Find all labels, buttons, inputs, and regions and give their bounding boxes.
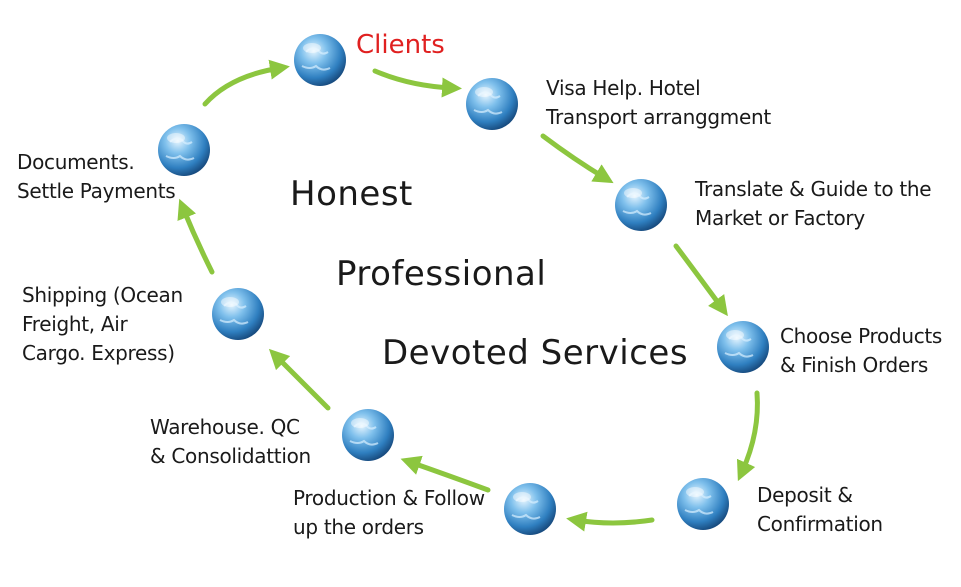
step-label-line: Clients [356, 30, 445, 60]
step-label-line: Market or Factory [695, 206, 865, 230]
step-label-translate: Translate & Guide to the Market or Facto… [695, 175, 932, 233]
step-label-line: Translate & Guide to the [695, 177, 932, 201]
arrow-deposit-to-production [566, 511, 655, 532]
center-text-honest: Honest [290, 174, 413, 214]
step-label-visa: Visa Help. Hotel Transport arranggment [546, 74, 771, 132]
center-text-professional: Professional [336, 254, 547, 294]
step-label-production: Production & Follow up the orders [293, 484, 485, 542]
globe-icon [212, 288, 264, 340]
arrow-clients-to-visa [372, 68, 462, 98]
step-label-line: Confirmation [757, 512, 883, 536]
step-label-clients: Clients [356, 31, 445, 60]
center-text-devoted: Devoted Services [382, 333, 689, 373]
step-label-line: & Finish Orders [780, 353, 929, 377]
step-label-documents: Documents. Settle Payments [17, 148, 176, 206]
globe-icon [294, 34, 346, 86]
step-label-line: Settle Payments [17, 179, 176, 203]
globe-icon [677, 478, 729, 530]
globe-icon [466, 78, 518, 130]
arrow-warehouse-to-shipping [268, 348, 331, 411]
globe-icon [158, 124, 210, 176]
step-label-line: Shipping (Ocean [22, 283, 183, 307]
step-label-choose: Choose Products & Finish Orders [780, 322, 942, 380]
step-label-line: Cargo. Express) [22, 341, 175, 365]
globe-icon [615, 179, 667, 231]
step-label-deposit: Deposit & Confirmation [757, 481, 883, 539]
step-label-line: up the orders [293, 515, 424, 539]
step-label-line: Documents. [17, 150, 135, 174]
arrow-documents-to-clients [202, 59, 290, 107]
step-label-line: Production & Follow [293, 486, 485, 510]
step-label-line: Choose Products [780, 324, 943, 348]
arrow-choose-to-deposit [736, 390, 760, 482]
step-label-line: & Consolidattion [150, 444, 311, 468]
step-label-warehouse: Warehouse. QC & Consolidattion [150, 413, 311, 471]
step-label-line: Visa Help. Hotel [546, 76, 701, 100]
arrow-translate-to-choose [673, 243, 728, 317]
step-label-line: Transport arranggment [546, 105, 771, 129]
globe-icon [717, 321, 769, 373]
arrow-production-to-warehouse [400, 455, 491, 493]
step-label-shipping: Shipping (Ocean Freight, Air Cargo. Expr… [22, 281, 183, 368]
globe-icon [504, 483, 556, 535]
arrow-shipping-to-documents [177, 198, 215, 275]
step-label-line: Freight, Air [22, 312, 128, 336]
globe-icon [342, 409, 394, 461]
step-label-line: Warehouse. QC [150, 415, 300, 439]
arrow-visa-to-translate [540, 133, 614, 184]
step-label-line: Deposit & [757, 483, 853, 507]
